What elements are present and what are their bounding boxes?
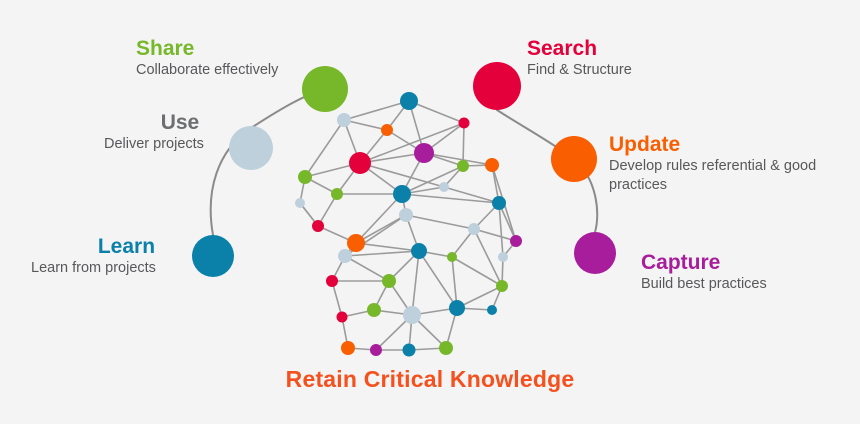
hub-circle-update[interactable] xyxy=(551,136,597,182)
network-node xyxy=(295,198,305,208)
network-node xyxy=(336,311,348,323)
network-node xyxy=(498,252,508,262)
network-edge xyxy=(343,119,388,131)
network-node xyxy=(403,306,421,324)
label-learn-subtitle: Learn from projects xyxy=(31,260,156,276)
network-node xyxy=(510,235,522,247)
label-search-title: Search xyxy=(527,37,598,60)
label-search-subtitle: Find & Structure xyxy=(527,62,632,78)
hub-circle-share[interactable] xyxy=(302,66,348,112)
network-node xyxy=(485,158,499,172)
network-node xyxy=(414,143,434,163)
network-edge xyxy=(355,193,403,244)
network-node-layer xyxy=(295,92,522,357)
network-edge xyxy=(473,228,503,287)
network-node xyxy=(393,185,411,203)
label-use-subtitle: Deliver projects xyxy=(104,136,204,152)
network-node xyxy=(447,252,457,262)
label-update[interactable]: Update Develop rules referential & good … xyxy=(609,132,837,195)
network-node xyxy=(496,280,508,292)
network-node xyxy=(439,341,453,355)
network-node xyxy=(400,92,418,110)
label-learn[interactable]: Learn Learn from projects xyxy=(31,234,156,278)
network-edge xyxy=(331,280,343,318)
network-edge xyxy=(423,152,493,166)
network-node xyxy=(449,300,465,316)
network-edge xyxy=(451,256,458,309)
network-node xyxy=(326,275,338,287)
hub-circle-learn[interactable] xyxy=(192,235,234,277)
network-edge xyxy=(359,122,465,164)
network-node xyxy=(347,234,365,252)
network-node xyxy=(399,208,413,222)
label-use-title: Use xyxy=(160,111,200,134)
network-edge xyxy=(359,162,445,188)
footer-title: Retain Critical Knowledge xyxy=(285,366,575,392)
network-node xyxy=(439,182,449,192)
network-node xyxy=(341,341,355,355)
label-search[interactable]: Search Find & Structure xyxy=(527,36,632,80)
label-capture-subtitle: Build best practices xyxy=(641,276,767,292)
network-edge xyxy=(462,122,465,167)
network-node xyxy=(349,152,371,174)
hub-circle-layer xyxy=(192,62,616,277)
network-node xyxy=(487,305,497,315)
network-edge xyxy=(355,242,420,252)
hub-circle-search[interactable] xyxy=(473,62,521,110)
network-edge xyxy=(418,250,458,309)
label-learn-title: Learn xyxy=(97,235,156,258)
network-node xyxy=(402,343,416,357)
network-edge xyxy=(408,100,465,124)
network-edge xyxy=(344,250,420,257)
label-update-title: Update xyxy=(609,133,681,156)
network-edge xyxy=(411,250,420,316)
network-edge xyxy=(317,193,338,227)
network-edge xyxy=(304,119,345,178)
network-edge xyxy=(473,228,517,242)
network-node xyxy=(468,223,480,235)
label-update-subtitle: Develop rules referential & good practic… xyxy=(609,158,817,193)
network-node xyxy=(411,243,427,259)
network-edge xyxy=(405,214,475,230)
network-node xyxy=(492,196,506,210)
network-edge xyxy=(343,100,410,121)
network-node xyxy=(381,124,393,136)
network-node xyxy=(337,113,351,127)
network-node xyxy=(298,170,312,184)
hub-circle-use[interactable] xyxy=(229,126,273,170)
network-node xyxy=(331,188,343,200)
network-node xyxy=(312,220,324,232)
network-edge xyxy=(443,186,500,204)
network-node xyxy=(370,344,382,356)
network-node xyxy=(458,117,470,129)
network-edge xyxy=(498,202,504,258)
label-capture[interactable]: Capture Build best practices xyxy=(641,250,767,294)
label-share-subtitle: Collaborate effectively xyxy=(136,62,279,78)
network-edge xyxy=(401,165,464,195)
hub-circle-capture[interactable] xyxy=(574,232,616,274)
label-capture-title: Capture xyxy=(641,251,721,274)
network-node xyxy=(367,303,381,317)
network-edge xyxy=(451,256,503,287)
network-edge xyxy=(456,285,503,309)
network-edge xyxy=(401,193,500,204)
label-use[interactable]: Use Deliver projects xyxy=(104,110,204,154)
network-node xyxy=(457,160,469,172)
label-share[interactable]: Share Collaborate effectively xyxy=(136,36,278,80)
network-node xyxy=(382,274,396,288)
network-edge xyxy=(344,255,390,282)
label-share-title: Share xyxy=(136,37,195,60)
network-node xyxy=(338,249,352,263)
